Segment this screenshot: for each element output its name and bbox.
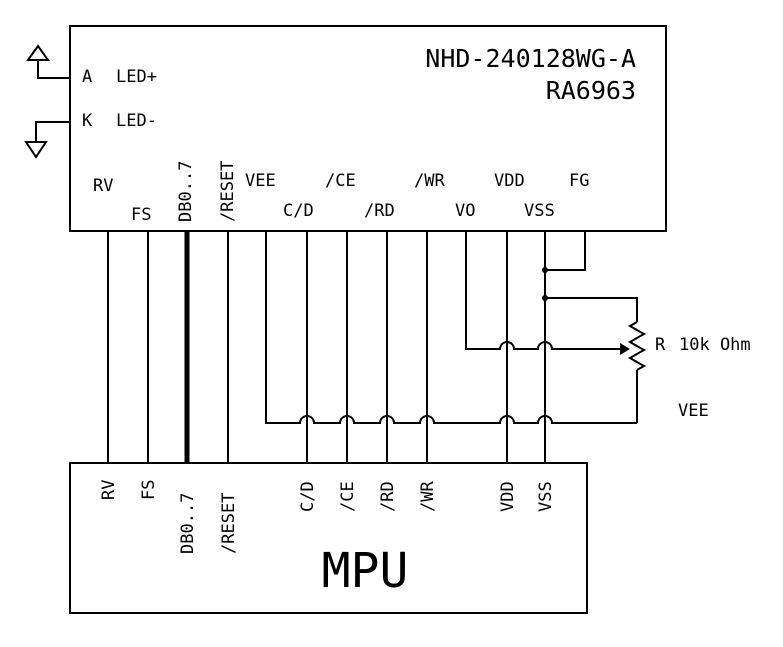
- led-cathode-pin: K: [82, 111, 93, 131]
- mpu-pin-cd: C/D: [298, 481, 318, 512]
- lcd-pin-fg: FG: [569, 171, 589, 191]
- lcd-pin-ce: /CE: [325, 171, 356, 191]
- mpu-pin-ce: /CE: [338, 481, 358, 512]
- lcd-controller: RA6963: [546, 76, 636, 105]
- lcd-pin-db: DB0..7: [176, 161, 196, 222]
- mpu-pin-vss: VSS: [536, 481, 556, 512]
- lcd-part-number: NHD-240128WG-A: [425, 44, 636, 73]
- lcd-pin-rv: RV: [93, 176, 113, 196]
- mpu-pin-vdd: VDD: [498, 481, 518, 512]
- mpu-pin-db: DB0..7: [178, 493, 198, 554]
- lcd-pin-vdd: VDD: [494, 171, 525, 191]
- led-cathode-label: LED-: [116, 111, 157, 131]
- wire-vo-to-wiper: [465, 231, 620, 350]
- mpu-title: MPU: [322, 543, 409, 599]
- lcd-pin-vo: VO: [455, 201, 475, 221]
- wire-fg: [545, 231, 586, 271]
- wire-vss-pot-top: [545, 297, 638, 322]
- lcd-pin-vee: VEE: [245, 171, 276, 191]
- potentiometer-resistor: [627, 321, 647, 371]
- junction-vss-pot: [542, 295, 548, 301]
- lcd-pin-vss: VSS: [524, 201, 555, 221]
- mpu-pin-wr: /WR: [418, 481, 438, 512]
- mpu-pin-rv: RV: [99, 480, 119, 500]
- lcd-pin-cd: C/D: [283, 201, 314, 221]
- vee-net-label: VEE: [678, 401, 709, 421]
- mpu-pin-reset: /RESET: [219, 493, 239, 554]
- lcd-module-box: [69, 25, 667, 232]
- mpu-box: [69, 462, 588, 614]
- mpu-pin-fs: FS: [139, 480, 159, 500]
- led-anode-power-symbol: [26, 44, 70, 79]
- lcd-pin-wr: /WR: [414, 171, 445, 191]
- lcd-pin-fs: FS: [131, 205, 151, 225]
- lcd-pin-rd: /RD: [364, 201, 395, 221]
- led-cathode-ground-symbol: [24, 121, 70, 159]
- potentiometer-ref: R: [655, 335, 666, 355]
- potentiometer-wiper-arrow: [620, 343, 630, 355]
- led-anode-label: LED+: [116, 67, 157, 87]
- led-anode-pin: A: [82, 67, 92, 87]
- junction-fg-vss: [542, 267, 548, 273]
- wire-vee: [265, 231, 637, 424]
- mpu-pin-rd: /RD: [378, 481, 398, 512]
- potentiometer-value: 10k Ohm: [679, 335, 751, 355]
- lcd-pin-reset: /RESET: [218, 161, 238, 222]
